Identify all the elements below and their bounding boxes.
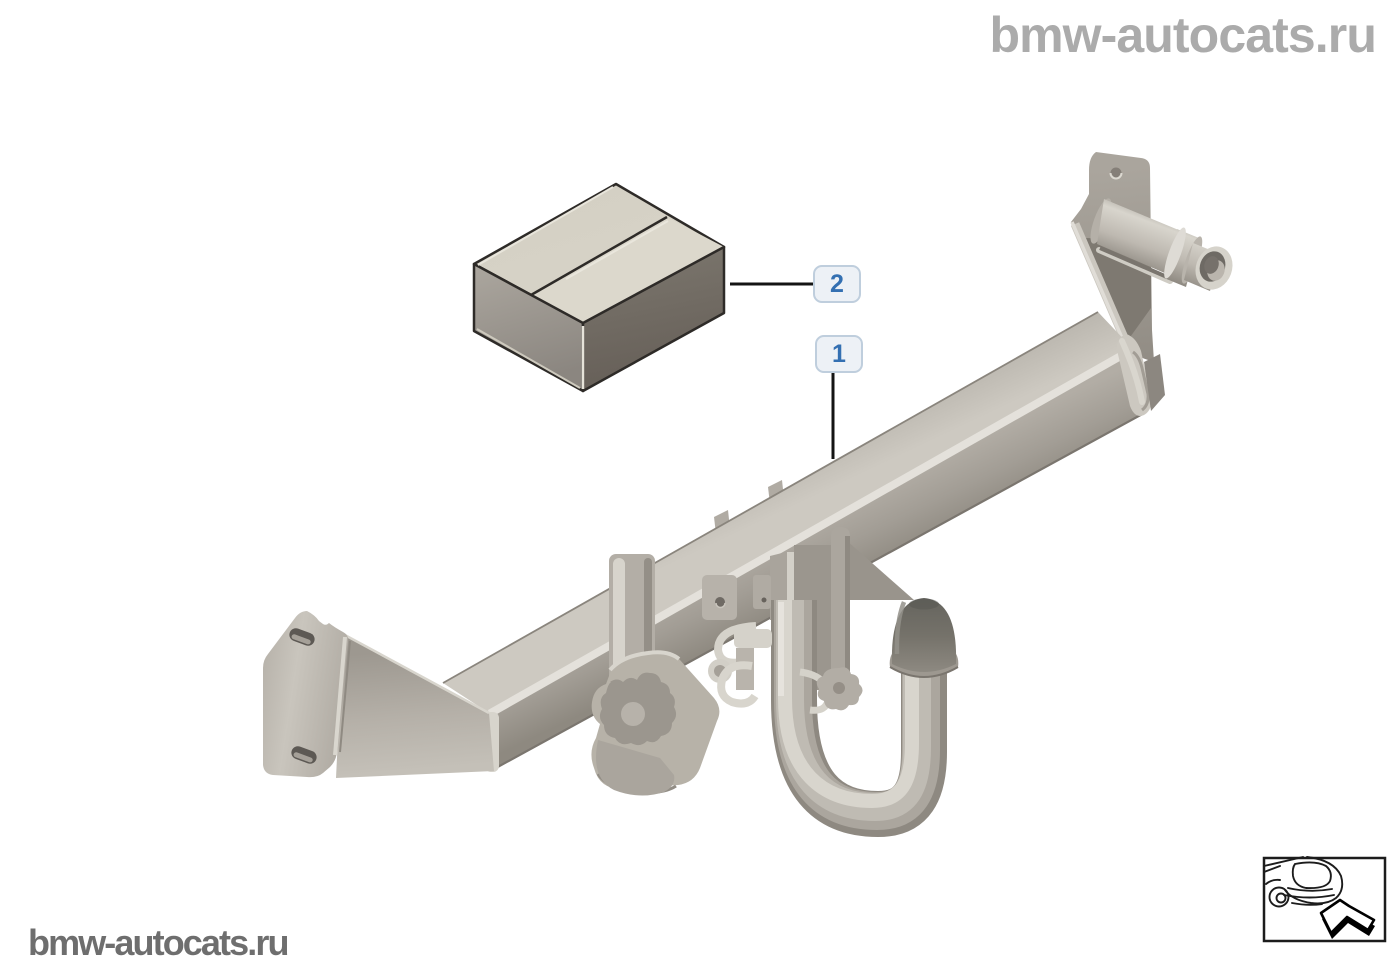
svg-text:bmw-autocats.ru: bmw-autocats.ru xyxy=(28,922,288,963)
svg-text:bmw-autocats.ru: bmw-autocats.ru xyxy=(989,7,1376,63)
svg-text:2: 2 xyxy=(830,270,844,298)
svg-text:1: 1 xyxy=(832,340,846,368)
